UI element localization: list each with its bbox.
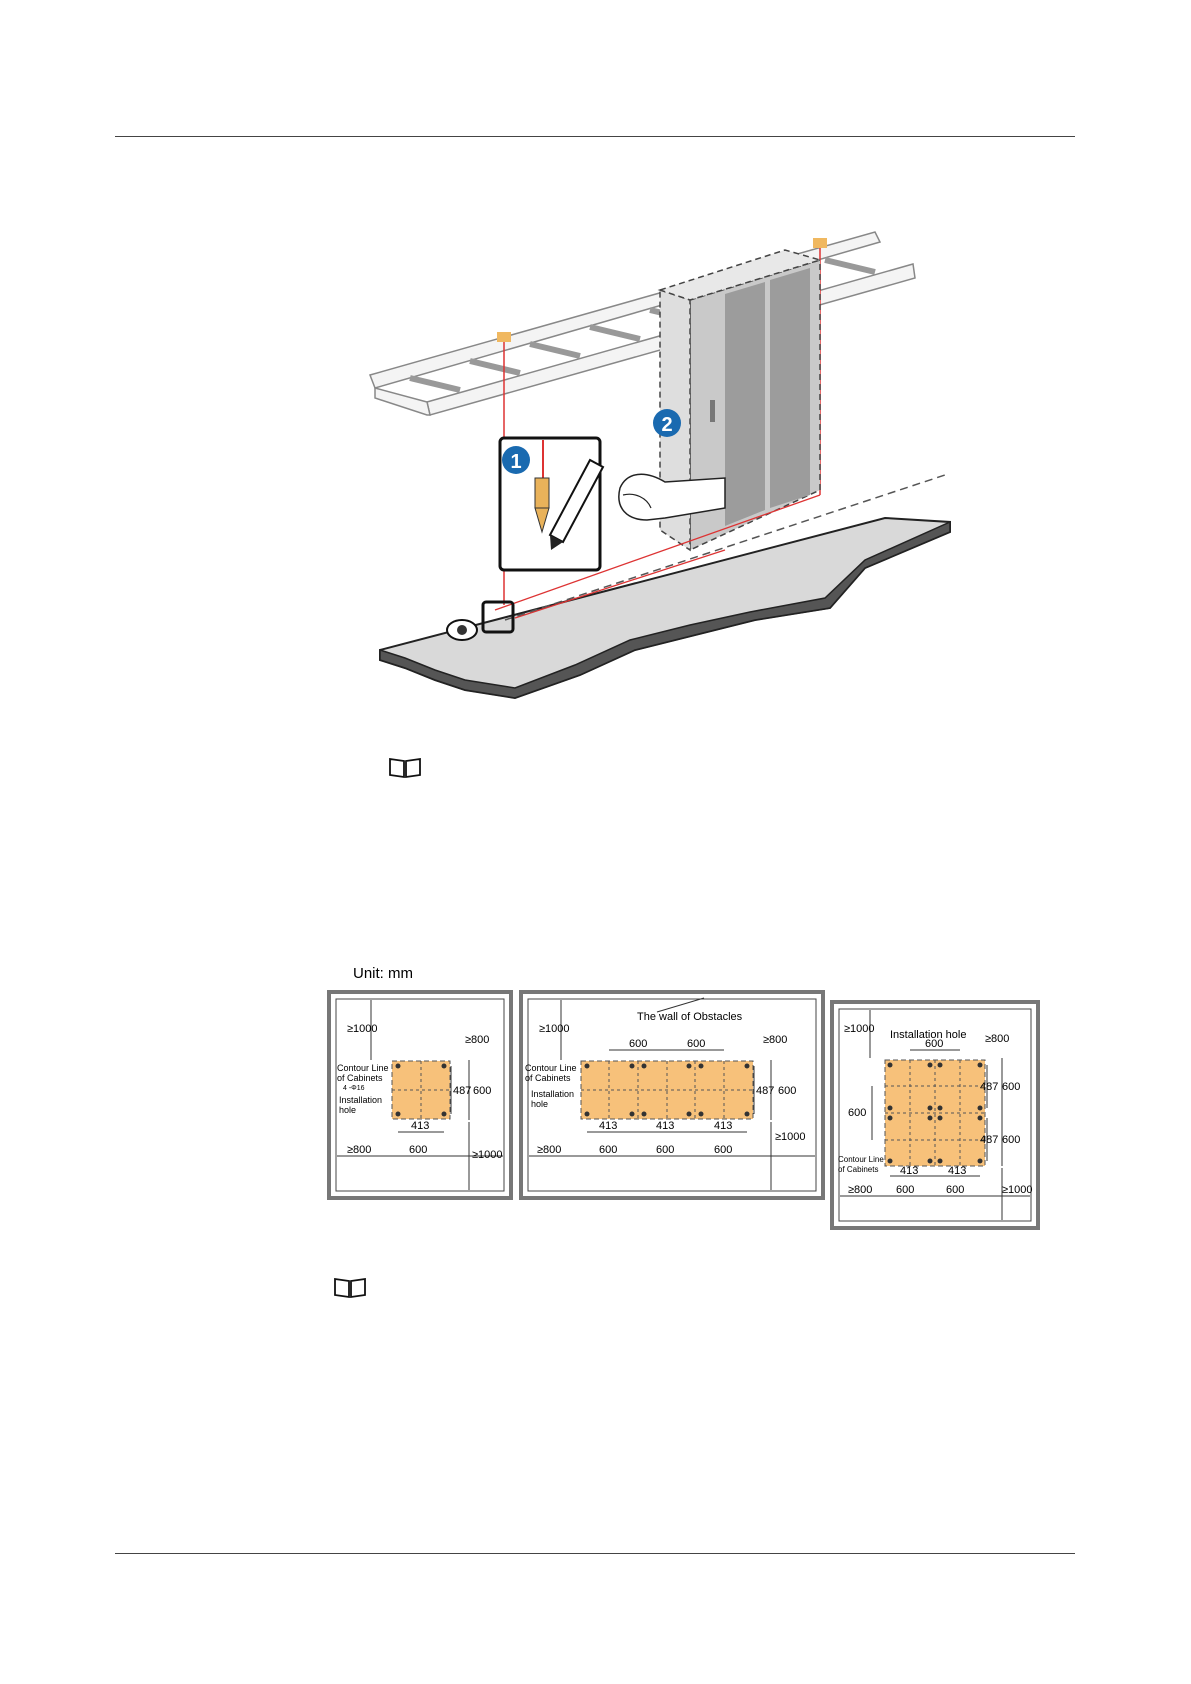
contour-label-2: of Cabinets <box>337 1073 383 1083</box>
unit-label: Unit: mm <box>353 965 413 982</box>
hole-dim-3: 413 <box>714 1120 732 1132</box>
inset-detail <box>498 436 605 572</box>
hole-spec: 4 -Φ16 <box>343 1085 365 1092</box>
note-book-icon <box>389 757 421 779</box>
hole-label: Installation <box>531 1089 574 1099</box>
layout-panel-grid: ≥1000 Installation hole ≥800 600 600 487… <box>830 1000 1040 1230</box>
floor-mark-box <box>481 600 515 634</box>
width-dim-1: 600 <box>599 1144 617 1156</box>
contour-label-2: of Cabinets <box>525 1073 571 1083</box>
header-rule <box>115 136 1075 137</box>
top-dim-1: 600 <box>629 1038 647 1050</box>
row2-outer: 600 <box>1002 1134 1020 1146</box>
callout-1: 1 <box>502 446 530 474</box>
contour-label: Contour Line <box>337 1063 389 1073</box>
wall-label: The wall of Obstacles <box>637 1011 743 1023</box>
bottom-clearance: ≥1000 <box>775 1131 806 1143</box>
width-dim-2: 600 <box>946 1184 964 1196</box>
row2-inner: 487 <box>980 1134 998 1146</box>
contour-label: Contour Line <box>525 1063 577 1073</box>
svg-text:1: 1 <box>510 451 521 473</box>
plumb-marker-right <box>813 238 827 248</box>
footer-rule <box>115 1553 1075 1554</box>
svg-text:2: 2 <box>661 414 672 436</box>
plumb-bob <box>446 619 478 641</box>
depth-outer: 600 <box>473 1085 491 1097</box>
width-dim-1: 600 <box>896 1184 914 1196</box>
right-clearance: ≥800 <box>465 1034 489 1046</box>
contour-label: Contour Line <box>838 1155 884 1164</box>
hole-width: 413 <box>411 1120 429 1132</box>
top-clearance: ≥1000 <box>539 1023 570 1035</box>
top-dim: 600 <box>925 1038 943 1050</box>
hole-dim-1: 413 <box>599 1120 617 1132</box>
top-clearance: ≥1000 <box>347 1023 378 1035</box>
row1-outer: 600 <box>1002 1081 1020 1093</box>
layout-panel-row: The wall of Obstacles ≥1000 ≥800 600 600… <box>519 990 825 1200</box>
depth-outer: 600 <box>778 1085 796 1097</box>
layout-panel-single: ≥1000 ≥800 Contour Line of Cabinets 4 -Φ… <box>327 990 513 1200</box>
cabinet-width: 600 <box>409 1144 427 1156</box>
width-dim-2: 600 <box>656 1144 674 1156</box>
bottom-clearance: ≥1000 <box>1002 1184 1033 1196</box>
depth-inner: 487 <box>756 1085 774 1097</box>
bottom-clearance: ≥1000 <box>472 1149 503 1161</box>
hole-label: Installation hole <box>890 1029 966 1041</box>
right-clearance: ≥800 <box>985 1033 1009 1045</box>
note-book-icon <box>334 1277 366 1299</box>
row1-inner: 487 <box>980 1081 998 1093</box>
callout-2: 2 <box>653 409 681 437</box>
cable-ladder <box>369 231 916 416</box>
side-dim: 600 <box>848 1107 866 1119</box>
floor-slab <box>379 516 951 700</box>
depth-inner: 487 <box>453 1085 471 1097</box>
hole-label: Installation <box>339 1095 382 1105</box>
hand-marking <box>618 473 726 521</box>
top-clearance: ≥1000 <box>844 1023 875 1035</box>
hole-dim-1: 413 <box>900 1165 918 1177</box>
marking-illustration: 1 2 <box>369 231 951 700</box>
hole-label-2: hole <box>339 1105 356 1115</box>
left-clearance: ≥800 <box>537 1144 561 1156</box>
top-dim-2: 600 <box>687 1038 705 1050</box>
left-clearance: ≥800 <box>347 1144 371 1156</box>
hole-dim-2: 413 <box>656 1120 674 1132</box>
hole-dim-2: 413 <box>948 1165 966 1177</box>
hole-label-2: hole <box>531 1099 548 1109</box>
plumb-marker-left <box>497 332 511 342</box>
width-dim-3: 600 <box>714 1144 732 1156</box>
left-clearance: ≥800 <box>848 1184 872 1196</box>
contour-label-2: of Cabinets <box>838 1165 878 1174</box>
right-clearance: ≥800 <box>763 1034 787 1046</box>
